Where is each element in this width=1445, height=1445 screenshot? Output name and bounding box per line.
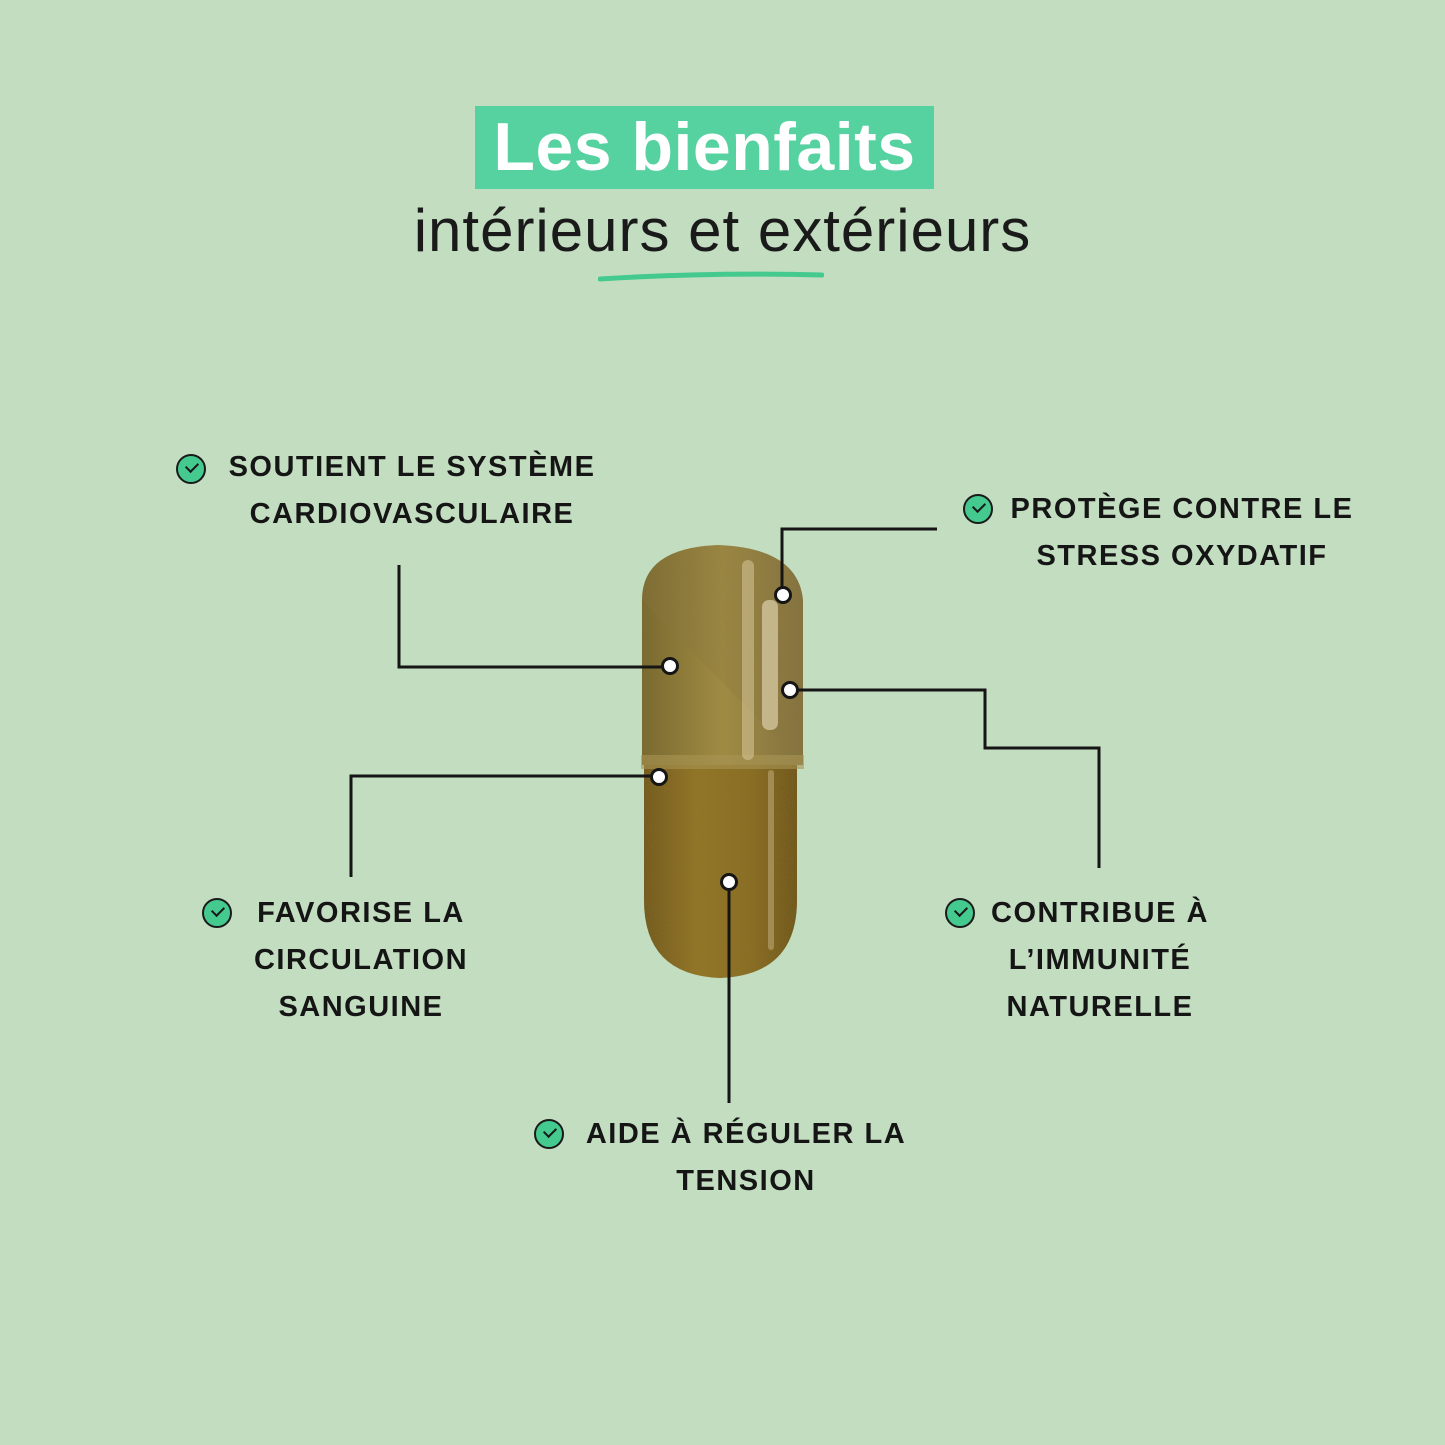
benefit-line: TENSION	[676, 1165, 816, 1197]
title-underline	[598, 271, 824, 282]
benefit-immunite: CONTRIBUE À L’IMMUNITÉ NATURELLE	[945, 890, 1220, 1031]
capsule-image	[641, 545, 804, 978]
benefit-line: NATURELLE	[1006, 991, 1194, 1023]
benefit-line: AIDE À RÉGULER LA	[585, 1118, 907, 1150]
page-title: Les bienfaits	[493, 109, 916, 185]
benefit-tension: AIDE À RÉGULER LA TENSION	[534, 1111, 912, 1205]
connector-dot	[661, 657, 679, 675]
connector-dot	[650, 768, 668, 786]
check-circle-icon	[202, 898, 232, 928]
benefit-line: SANGUINE	[278, 991, 444, 1023]
connector-circulation	[349, 774, 659, 877]
benefit-stress-oxydatif: PROTÈGE CONTRE LE STRESS OXYDATIF	[963, 486, 1361, 580]
check-circle-icon	[534, 1119, 564, 1149]
connector-immunite	[790, 688, 1101, 868]
connector-cardio	[397, 565, 670, 669]
benefit-circulation: FAVORISE LA CIRCULATION SANGUINE	[202, 890, 486, 1031]
benefit-line: SOUTIENT LE SYSTÈME	[228, 451, 596, 483]
title-highlight	[475, 106, 934, 189]
check-circle-icon	[963, 494, 993, 524]
benefit-line: CARDIOVASCULAIRE	[249, 498, 575, 530]
benefit-line: STRESS OXYDATIF	[1036, 540, 1328, 572]
benefit-line: FAVORISE LA	[257, 897, 465, 929]
benefit-line: L’IMMUNITÉ	[1008, 944, 1192, 976]
connector-dot	[720, 873, 738, 891]
check-circle-icon	[945, 898, 975, 928]
benefit-cardiovasculaire: SOUTIENT LE SYSTÈME CARDIOVASCULAIRE	[176, 444, 602, 538]
check-circle-icon	[176, 454, 206, 484]
benefit-line: CIRCULATION	[253, 944, 469, 976]
benefit-line: CONTRIBUE À	[991, 897, 1209, 929]
benefit-line: PROTÈGE CONTRE LE	[1010, 493, 1354, 525]
connector-dot	[781, 681, 799, 699]
page-subtitle: intérieurs et extérieurs	[413, 197, 1032, 264]
connector-dot	[774, 586, 792, 604]
connector-stress	[780, 527, 937, 595]
